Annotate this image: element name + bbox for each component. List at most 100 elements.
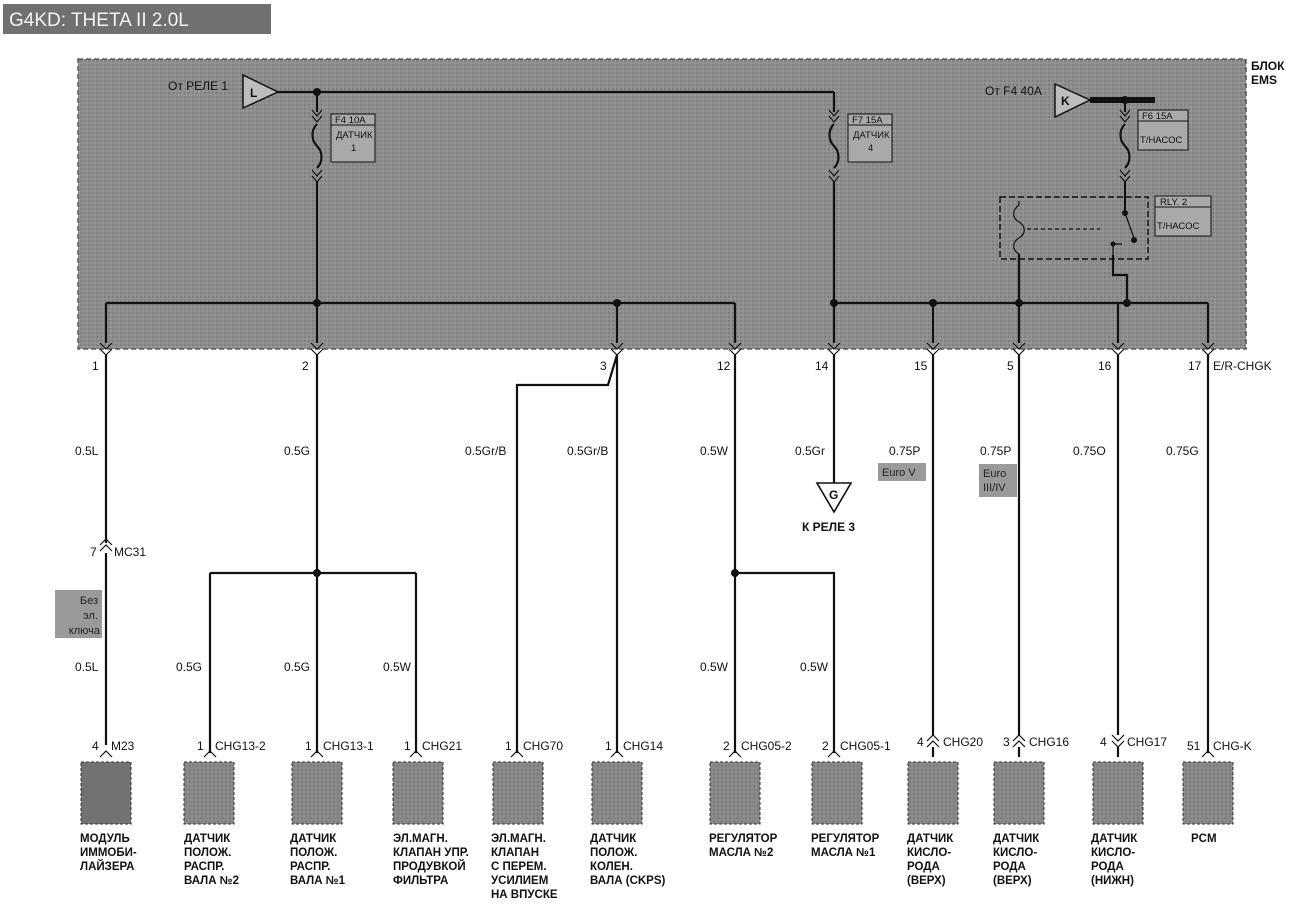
component-connector: CHG14: [623, 739, 663, 753]
component-pin: 1: [305, 739, 312, 753]
component-label: ЭЛ.МАГН.: [393, 833, 448, 845]
wire-label: 0.5Gr/B: [465, 444, 506, 458]
component-label: ВАЛА №1: [290, 875, 346, 887]
mc31-name: MC31: [114, 545, 146, 559]
fuse-f4: F4 10A ДАТЧИК 1: [311, 92, 376, 183]
component-chg13-2: 1 CHG13-2 ДАТЧИК ПОЛОЖ. РАСПР. ВАЛА №2: [183, 739, 266, 887]
pin-label: 2: [302, 359, 309, 373]
component-label: ИММОБИ-: [80, 847, 137, 859]
note-no-key-3: ключа: [69, 625, 101, 637]
component-label: РОДА: [907, 861, 940, 873]
component-connector: CHG21: [422, 739, 462, 753]
component-label: КИСЛО-: [907, 847, 951, 859]
component-label: КИСЛО-: [1091, 847, 1135, 859]
component-pin: 4: [92, 739, 99, 753]
fuse-f4-name-2: 1: [351, 143, 356, 154]
relay-rly2: RLY. 2 Т/НАСОС: [999, 182, 1212, 303]
note-euro5: Euro V: [882, 467, 916, 479]
component-label: ДАТЧИК: [184, 833, 231, 845]
source-relay1-letter: L: [250, 86, 257, 100]
component-chg05-2: 2 CHG05-2 РЕГУЛЯТОР МАСЛА №2: [709, 739, 792, 859]
source-f4-text: От F4 40A: [985, 84, 1042, 98]
wire-label: 0.5W: [800, 660, 829, 674]
component-pin: 1: [505, 739, 512, 753]
component-label: МАСЛА №1: [811, 847, 876, 859]
wire-label: 0.5G: [176, 660, 202, 674]
component-pin: 3: [1003, 735, 1010, 749]
relay3-ref: G К РЕЛЕ 3: [802, 482, 855, 534]
component-label: ДАТЧИК: [590, 833, 637, 845]
component-label: (ВЕРХ): [907, 875, 946, 887]
source-f4-letter: K: [1061, 94, 1070, 108]
wire-label: 0.5L: [75, 660, 99, 674]
fuse-f4-name-1: ДАТЧИК: [336, 130, 373, 141]
component-label: ПРОДУВКОЙ: [393, 860, 466, 873]
block-label-1: БЛОК: [1251, 59, 1285, 73]
component-connector: CHG05-2: [741, 739, 792, 753]
component-label: (ВЕРХ): [993, 875, 1032, 887]
component-label: ВАЛА (CKPS): [590, 875, 666, 887]
component-connector: CHG13-2: [215, 739, 266, 753]
component-pin: 1: [197, 739, 204, 753]
ems-block: БЛОК EMS: [77, 58, 1285, 350]
component-label: РАСПР.: [290, 861, 330, 873]
component-label: ПОЛОЖ.: [590, 847, 637, 859]
relay-rating: RLY. 2: [1160, 197, 1187, 208]
component-label: ПОЛОЖ.: [290, 847, 337, 859]
harness-wires: [99, 354, 1210, 757]
wire-label: 0.5Gr: [795, 444, 825, 458]
fuse-f7-name-1: ДАТЧИК: [853, 130, 890, 141]
wire-label: 0.5G: [284, 444, 310, 458]
component-chg17: 4 CHG17 ДАТЧИК КИСЛО- РОДА (НИЖН): [1091, 735, 1167, 887]
mc31-pin: 7: [90, 545, 97, 559]
page-title: G4KD: THETA II 2.0L: [9, 10, 189, 31]
note-no-key-2: эл.: [83, 610, 98, 622]
connector-name: E/R-CHGK: [1213, 359, 1272, 373]
wire-label: 0.75P: [889, 444, 920, 458]
fuse-f7-rating: F7 15A: [852, 115, 883, 126]
component-pin: 1: [404, 739, 411, 753]
component-label: ЭЛ.МАГН.: [491, 833, 546, 845]
component-label: МОДУЛЬ: [80, 833, 130, 845]
title-badge: G4KD: THETA II 2.0L: [3, 4, 271, 34]
component-label: ДАТЧИК: [907, 833, 954, 845]
block-pins: 1 2 3 12 14 15 5 16 17 E/R-CHGK: [92, 359, 1272, 373]
component-pin: 4: [1100, 735, 1107, 749]
note-euro34-1: Euro: [983, 468, 1006, 480]
source-relay1: От РЕЛЕ 1 L: [168, 73, 280, 110]
fuse-f6-rating: F6 15A: [1142, 111, 1173, 122]
component-chg13-1: 1 CHG13-1 ДАТЧИК ПОЛОЖ. РАСПР. ВАЛА №1: [290, 739, 374, 887]
component-connector: CHG70: [523, 739, 563, 753]
fuse-f4-rating: F4 10A: [335, 115, 366, 126]
component-label: ПОЛОЖ.: [184, 847, 231, 859]
component-label: УСИЛИЕМ: [491, 875, 548, 887]
component-pin: 1: [605, 739, 612, 753]
pin-label: 5: [1007, 359, 1014, 373]
wire-label: 0.5W: [700, 444, 729, 458]
wire-label: 0.75G: [1166, 444, 1199, 458]
relay-name: Т/НАСОС: [1157, 221, 1199, 232]
component-pin: 51: [1187, 739, 1201, 753]
mc31-connector: 7 MC31: [90, 545, 146, 559]
component-chg20: 4 CHG20 ДАТЧИК КИСЛО- РОДА (ВЕРХ): [907, 735, 983, 887]
wire-label: 0.5Gr/B: [567, 444, 608, 458]
note-no-key-1: Без: [80, 595, 98, 607]
component-label: НА ВПУСКЕ: [491, 889, 558, 901]
component-chg-k: 51 CHG-K PCM: [1182, 739, 1252, 845]
component-label: РОДА: [993, 861, 1026, 873]
component-connector: CHG05-1: [840, 739, 891, 753]
component-label: ФИЛЬТРА: [393, 875, 448, 887]
component-label: КИСЛО-: [993, 847, 1037, 859]
component-label: РЕГУЛЯТОР: [811, 833, 880, 845]
component-label: (НИЖН): [1091, 875, 1134, 887]
component-label: РЕГУЛЯТОР: [709, 833, 778, 845]
source-relay1-text: От РЕЛЕ 1: [168, 79, 228, 93]
component-label: РОДА: [1091, 861, 1124, 873]
component-connector: CHG17: [1127, 735, 1167, 749]
component-label: ДАТЧИК: [1091, 833, 1138, 845]
component-label: PCM: [1191, 833, 1217, 845]
relay3-letter: G: [829, 488, 838, 502]
pin-label: 3: [600, 359, 607, 373]
wire-label: 0.5W: [383, 660, 412, 674]
source-f4: От F4 40A K: [985, 82, 1155, 119]
